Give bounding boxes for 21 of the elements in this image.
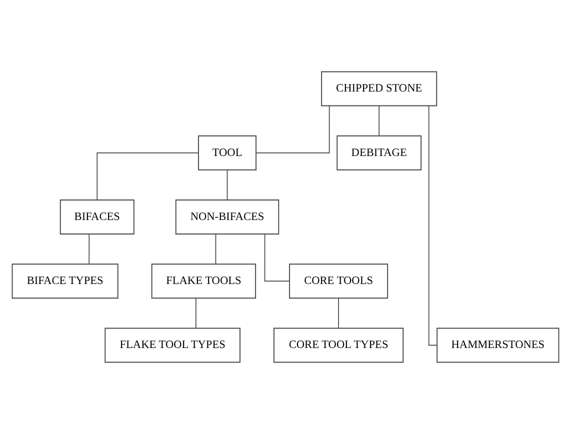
- node-box: FLAKE TOOLS: [151, 264, 256, 299]
- node-box: BIFACES: [60, 200, 134, 234]
- connector: [96, 152, 199, 200]
- connector: [428, 106, 438, 346]
- connector: [88, 234, 90, 264]
- node-box: TOOL: [198, 135, 256, 170]
- node-box: CHIPPED STONE: [321, 71, 438, 106]
- connector: [378, 105, 380, 136]
- connector: [338, 298, 340, 328]
- node-box: CORE TOOL TYPES: [273, 328, 404, 363]
- node-box: DEBITAGE: [336, 135, 422, 170]
- connector: [256, 105, 330, 154]
- node-box: HAMMERSTONES: [436, 328, 560, 363]
- node-box: CORE TOOLS: [289, 264, 388, 299]
- node-box: NON-BIFACES: [175, 200, 280, 234]
- node-box: FLAKE TOOL TYPES: [104, 328, 240, 363]
- connector: [215, 234, 216, 264]
- connector: [264, 234, 290, 282]
- connector: [195, 298, 196, 328]
- node-box: BIFACE TYPES: [12, 264, 118, 299]
- connector: [226, 170, 228, 200]
